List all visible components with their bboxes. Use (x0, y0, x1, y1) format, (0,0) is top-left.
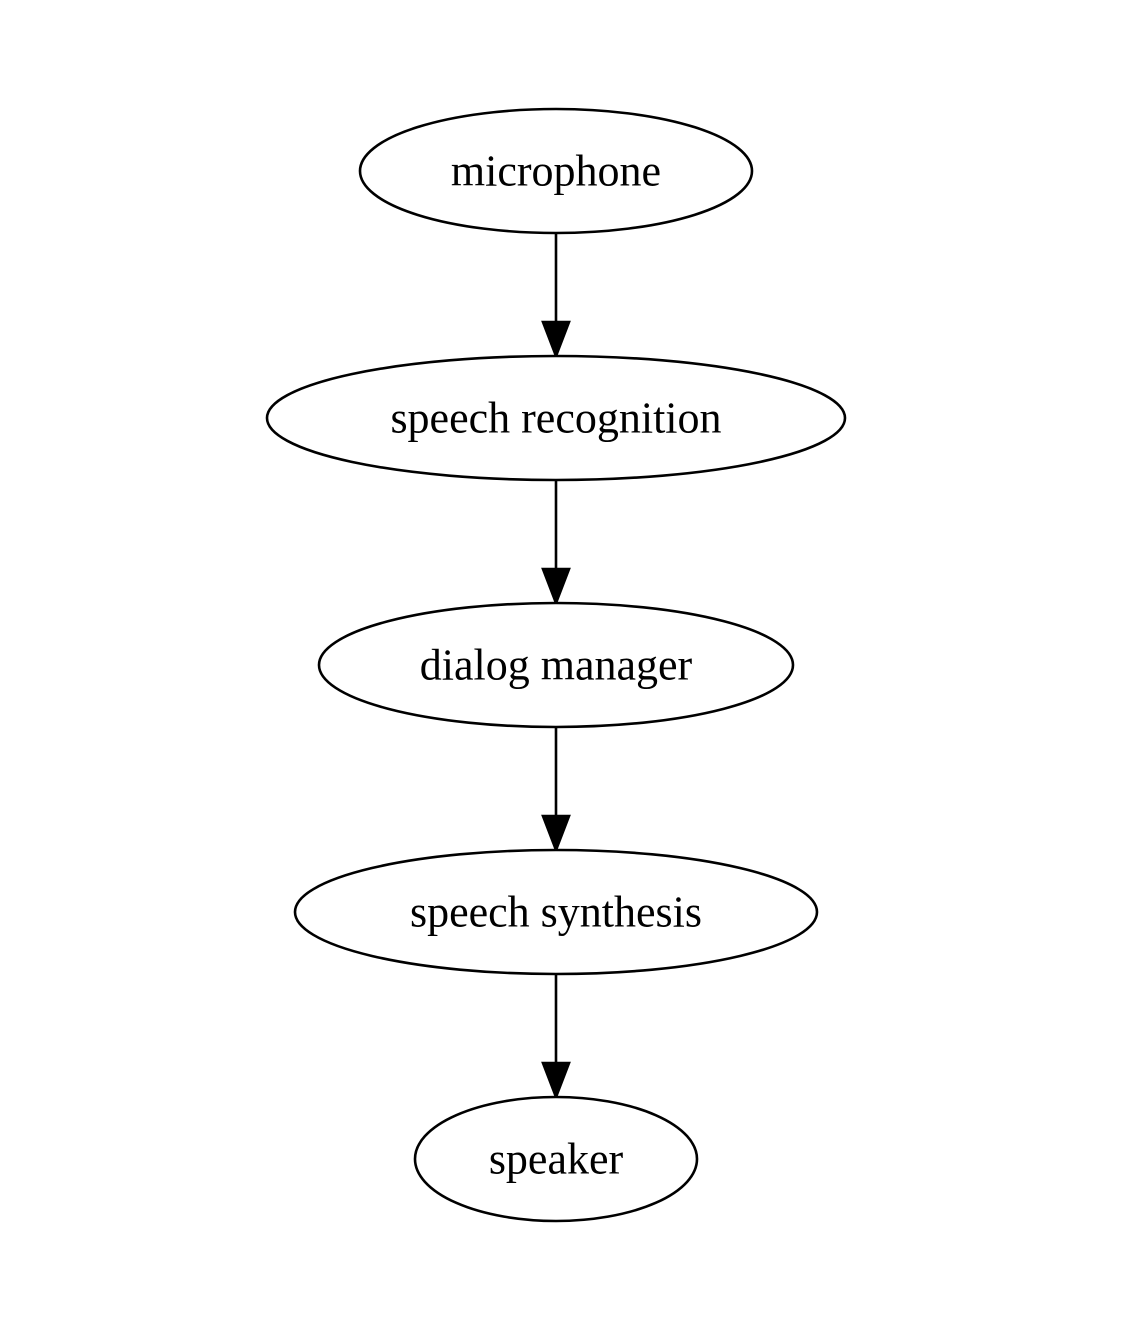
edge-microphone-to-speech-recognition (541, 233, 571, 360)
arrowhead (541, 567, 571, 607)
edge-dialog-manager-to-speech-synthesis (541, 727, 571, 854)
node-ellipse (317, 601, 795, 729)
arrowhead (541, 320, 571, 360)
node-label-speech-synthesis: speech synthesis (410, 888, 702, 937)
node-speech-synthesis: speech synthesis (293, 848, 819, 976)
node-microphone: microphone (358, 107, 754, 235)
node-label-microphone: microphone (451, 147, 661, 196)
node-label-speech-recognition: speech recognition (390, 394, 721, 443)
node-ellipse (358, 107, 754, 235)
node-dialog-manager: dialog manager (317, 601, 795, 729)
node-label-dialog-manager: dialog manager (420, 641, 693, 690)
node-speech-recognition: speech recognition (265, 354, 847, 482)
node-ellipse (413, 1095, 699, 1223)
edge-speech-synthesis-to-speaker (541, 974, 571, 1101)
node-ellipse (265, 354, 847, 482)
node-ellipse (293, 848, 819, 976)
arrowhead (541, 814, 571, 854)
edge-speech-recognition-to-dialog-manager (541, 480, 571, 607)
node-label-speaker: speaker (489, 1135, 624, 1184)
arrowhead (541, 1061, 571, 1101)
node-speaker: speaker (413, 1095, 699, 1223)
